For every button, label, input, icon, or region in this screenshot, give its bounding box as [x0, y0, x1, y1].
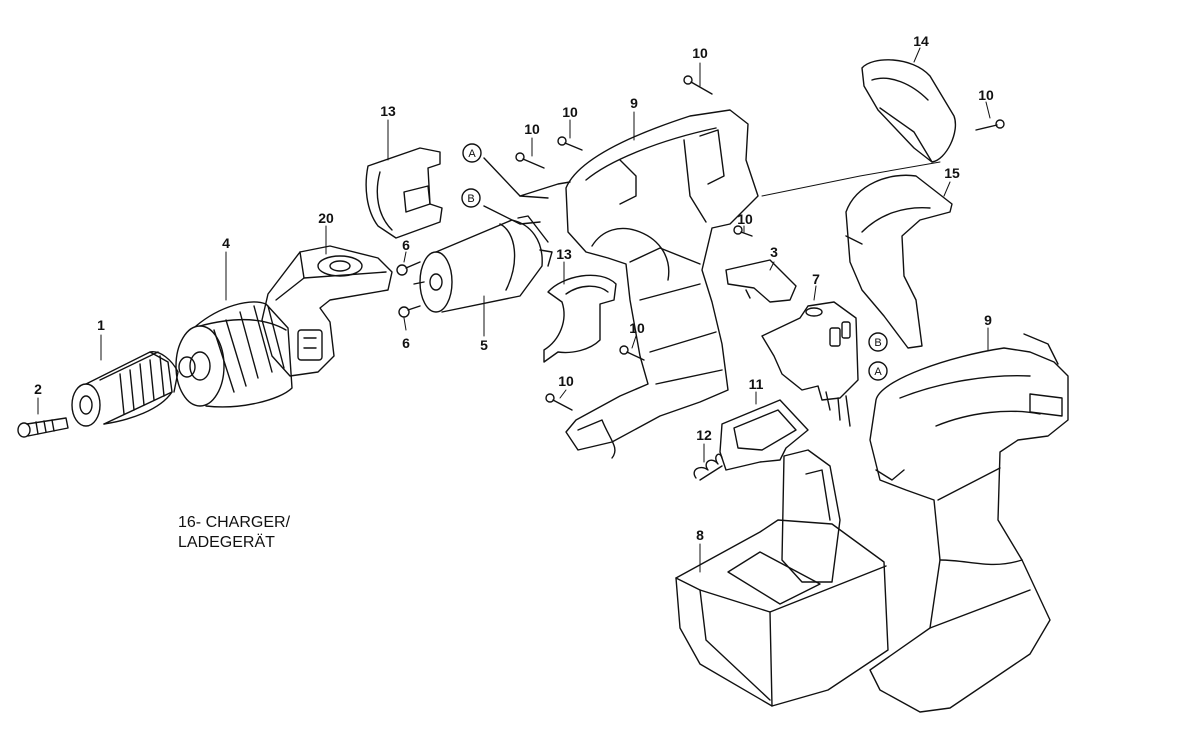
part-13-cover-top — [365, 147, 443, 239]
part-number-10-g: 10 — [978, 87, 994, 103]
ref-label-b-left: B — [467, 193, 474, 205]
part-number-14: 14 — [913, 33, 929, 49]
part-4-clutch-collar — [175, 301, 293, 408]
part-14-end-cap — [861, 59, 957, 163]
part-number-10-b: 10 — [562, 104, 578, 120]
reference-circles — [461, 143, 888, 381]
ref-label-a-left: A — [468, 148, 476, 160]
part-number-5: 5 — [480, 337, 488, 353]
part-number-3: 3 — [770, 244, 778, 260]
part-number-6-upper: 6 — [402, 237, 410, 253]
part-number-6-lower: 6 — [402, 335, 410, 351]
ref-circle-a-right — [868, 361, 888, 381]
ref-label-b-right: B — [874, 337, 881, 349]
part-9-housing-assembled — [869, 333, 1069, 713]
ref-circle-b-right — [868, 332, 888, 352]
charger-note-line-2: LADEGERÄT — [178, 534, 275, 551]
part-3-direction-lever — [725, 259, 797, 303]
part-number-9-right: 9 — [984, 312, 992, 328]
part-15-housing-cover — [845, 174, 953, 349]
part-number-10-c: 10 — [524, 121, 540, 137]
part-number-2: 2 — [34, 381, 42, 397]
part-1-chuck — [71, 351, 196, 427]
part-number-10-d: 10 — [737, 211, 753, 227]
part-11-contact-frame — [719, 399, 809, 471]
part-number-9-center: 9 — [630, 95, 638, 111]
charger-note: 16- CHARGER/ LADEGERÄT — [178, 513, 290, 553]
reference-wires-left — [483, 157, 571, 225]
ref-circle-b-left — [461, 188, 481, 208]
part-number-13-upper: 13 — [380, 103, 396, 119]
part-number-10-a: 10 — [692, 45, 708, 61]
ref-label-a-right: A — [874, 366, 882, 378]
part-number-10-f: 10 — [558, 373, 574, 389]
part-number-13-lower: 13 — [556, 246, 572, 262]
part-number-11: 11 — [749, 376, 764, 392]
part-5-motor — [413, 215, 553, 313]
part-number-7: 7 — [812, 271, 820, 287]
ref-circle-a-left — [462, 143, 482, 163]
part-12-spring — [693, 453, 723, 481]
part-number-4: 4 — [222, 235, 230, 251]
part-2-screw — [17, 417, 69, 438]
charger-note-line-1: 16- CHARGER/ — [178, 514, 291, 531]
part-20-gearbox — [261, 245, 393, 377]
part-8-battery-pack — [675, 449, 889, 707]
part-10-screws — [515, 75, 1005, 411]
part-number-10-e: 10 — [629, 320, 645, 336]
part-7-switch — [761, 301, 859, 427]
part-number-12: 12 — [696, 427, 712, 443]
leader-lines — [37, 47, 991, 573]
part-number-15: 15 — [944, 165, 960, 181]
part-6-screws — [396, 261, 421, 318]
part-9-housing-left-half — [565, 109, 759, 459]
part-number-8: 8 — [696, 527, 704, 543]
part-number-20: 20 — [318, 210, 334, 226]
part-13-cover-middle — [543, 274, 617, 363]
part-number-1: 1 — [97, 317, 105, 333]
